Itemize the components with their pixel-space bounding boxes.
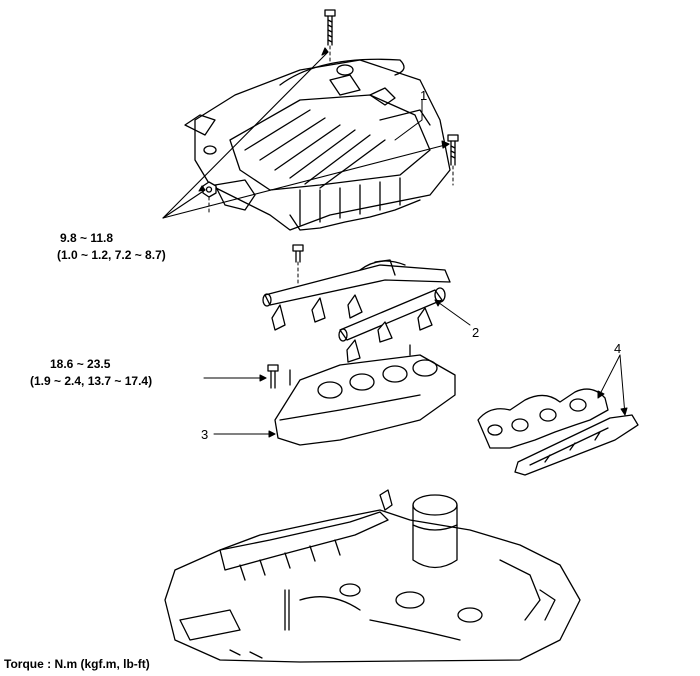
callout-2-leader bbox=[434, 299, 471, 326]
callout-3: 3 bbox=[201, 427, 209, 442]
callout-4-leader bbox=[597, 354, 626, 416]
torque-upper-value: 9.8 ~ 11.8 bbox=[60, 231, 114, 245]
bolt-icon bbox=[324, 9, 336, 46]
manifold-gaskets bbox=[477, 388, 639, 476]
torque-unit-note: Torque : N.m (kgf.m, lb-ft) bbox=[4, 657, 150, 671]
nut-icon bbox=[202, 181, 217, 198]
fuel-rail-assembly bbox=[262, 244, 451, 363]
torque-lower-units: (1.9 ~ 2.4, 13.7 ~ 17.4) bbox=[30, 374, 153, 388]
engine-assembly bbox=[164, 489, 581, 663]
callout-1: 1 bbox=[420, 88, 428, 103]
torque-upper-units: (1.0 ~ 1.2, 7.2 ~ 8.7) bbox=[57, 248, 166, 262]
bolt-icon bbox=[447, 134, 459, 166]
callout-2: 2 bbox=[472, 325, 480, 340]
torque-lower-value: 18.6 ~ 23.5 bbox=[50, 357, 111, 371]
callout-1-leader bbox=[394, 99, 423, 141]
upper-intake-manifold bbox=[184, 58, 451, 231]
torque-leader-upper bbox=[162, 47, 450, 219]
lower-intake-manifold bbox=[267, 344, 456, 446]
callout-4: 4 bbox=[614, 341, 622, 356]
